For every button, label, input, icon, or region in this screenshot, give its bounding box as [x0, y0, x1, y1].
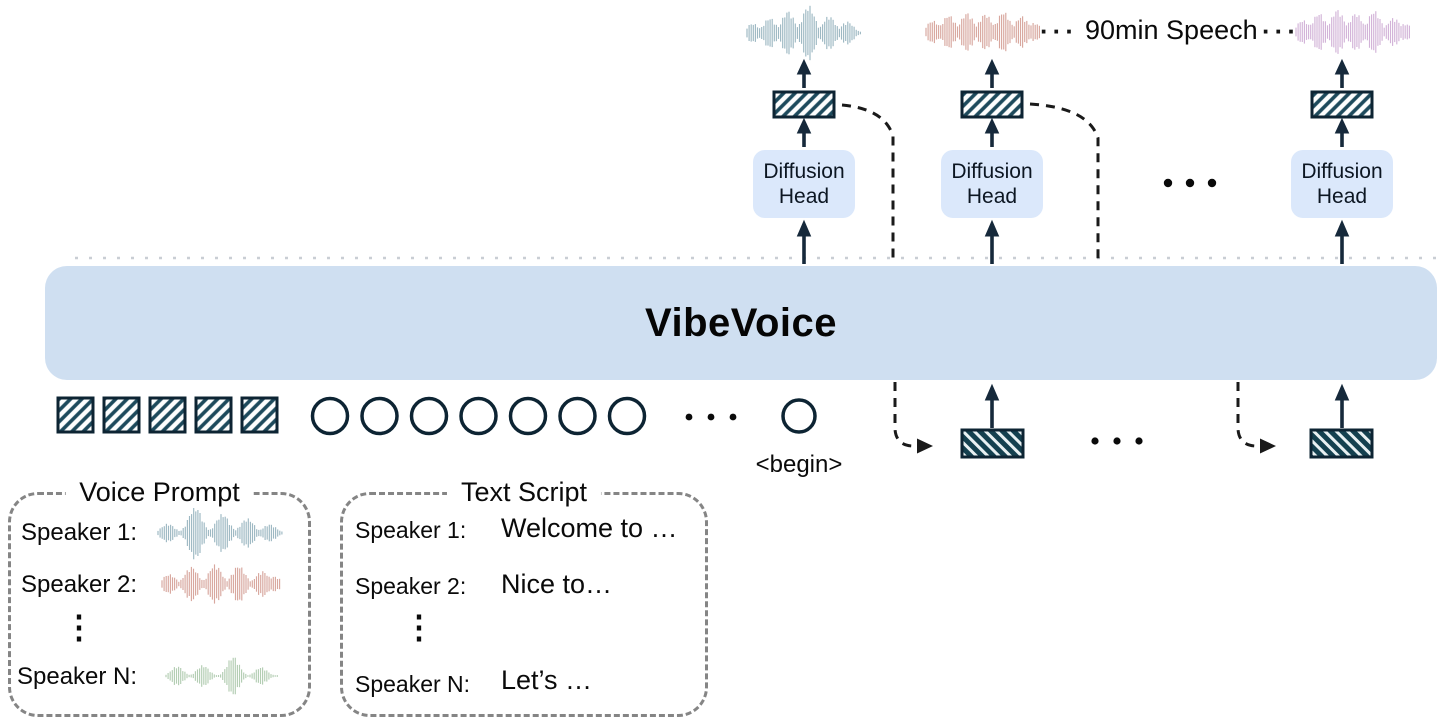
text-token — [310, 396, 647, 436]
voice-prompt-title: Voice Prompt — [65, 477, 254, 508]
script-text: Let’s … — [501, 665, 593, 695]
ellipsis-right: ··· — [1262, 16, 1300, 46]
acoustic-token-output — [772, 90, 1374, 119]
up-arrow-icon — [984, 383, 1350, 428]
speaker-label: Speaker 1: — [355, 517, 467, 543]
ellipsis-left: ··· — [1040, 16, 1078, 46]
speakerN-voice-waveform-icon — [165, 657, 278, 695]
diffusion-head-label: Diffusion Head — [763, 160, 845, 208]
voice-prompt-panel: Voice Prompt Speaker 1: Speaker 2: ⋮ Spe… — [8, 477, 311, 717]
diffusion-head-3: Diffusion Head — [1291, 150, 1393, 218]
output-waveform-3-icon — [1295, 10, 1410, 54]
vertical-ellipsis: ⋮ — [403, 609, 435, 645]
text-script-panel: Text Script Speaker 1: Welcome to … Spea… — [340, 477, 708, 717]
vertical-ellipsis: ⋮ — [63, 609, 95, 645]
up-arrow-icon — [796, 117, 1350, 147]
model-title: VibeVoice — [645, 300, 837, 345]
speech-duration-label: 90min Speech — [1085, 15, 1258, 45]
output-waveform-2-icon — [925, 12, 1040, 52]
ellipsis-dots — [685, 178, 1217, 445]
up-arrow-icon — [796, 219, 1350, 264]
speaker-label: Speaker 1: — [21, 519, 138, 546]
vibevoice-model-bar: VibeVoice — [45, 266, 1437, 380]
feedback-dashed-arrow — [841, 102, 1256, 448]
speaker-label: Speaker 2: — [21, 571, 138, 598]
script-text: Welcome to … — [501, 513, 678, 543]
speaker-label: Speaker 2: — [355, 573, 467, 599]
output-waveform-1-icon — [746, 5, 861, 61]
diffusion-head-1: Diffusion Head — [753, 150, 855, 218]
speaker-label: Speaker N: — [355, 671, 471, 697]
dashed-arrowhead-icon — [917, 438, 1276, 454]
voice-prompt-token — [56, 396, 279, 434]
script-text: Nice to… — [501, 569, 613, 599]
diffusion-head-label: Diffusion Head — [951, 160, 1033, 208]
speaker1-voice-waveform-icon — [157, 506, 283, 560]
diffusion-head-label: Diffusion Head — [1301, 160, 1383, 208]
diffusion-head-2: Diffusion Head — [941, 150, 1043, 218]
acoustic-token-feedback — [960, 428, 1374, 459]
up-arrow-icon — [796, 58, 1350, 88]
text-script-title: Text Script — [446, 477, 602, 508]
speaker2-voice-waveform-icon — [161, 564, 281, 604]
begin-token-label: <begin> — [755, 451, 843, 478]
begin-token — [781, 398, 817, 434]
speaker-label: Speaker N: — [17, 663, 138, 690]
